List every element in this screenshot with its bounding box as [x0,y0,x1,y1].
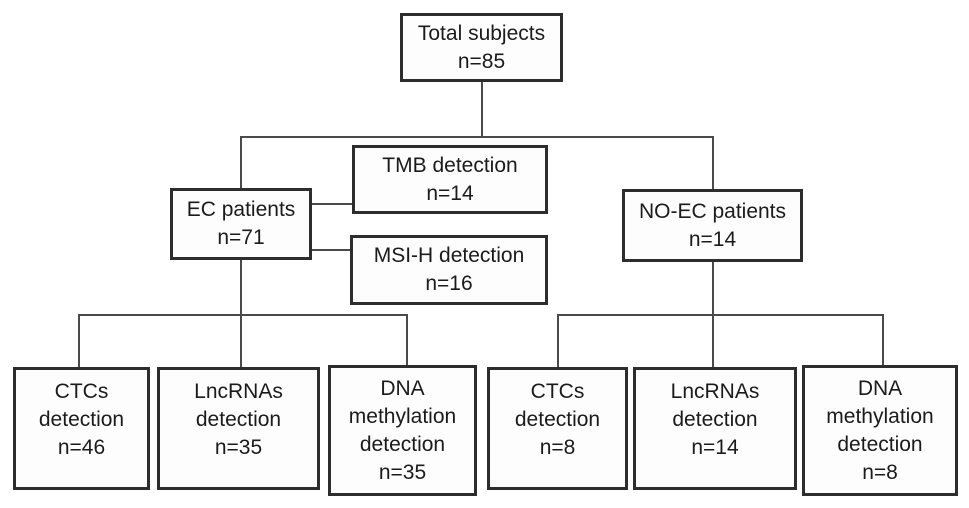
node-label-line: n=8 [862,460,898,484]
node-label-line: LncRNAs [194,379,283,403]
node-label-line: n=35 [378,460,427,484]
node-label-line: LncRNAs [670,379,760,403]
connector-to-ctcs-no-ec [557,314,559,367]
node-label-line: n=8 [539,435,576,459]
node-dna-methylation-detection-ec: DNA methylation detection n=35 [328,365,477,496]
node-label-line: detection [837,432,923,456]
node-label-line: CTCs [54,379,109,403]
connector-to-lncrnas-ec [240,314,242,367]
node-label-line: detection [672,407,758,431]
node-no-ec-patients: NO-EC patients n=14 [622,189,803,262]
node-label-line: DNA [380,376,425,400]
node-label-line: DNA [857,376,903,400]
node-msi-h-detection: MSI-H detection n=16 [350,235,548,305]
connector-to-dna-no-ec [882,314,884,366]
node-tmb-detection: TMB detection n=14 [352,145,548,214]
node-dna-methylation-detection-no-ec: DNA methylation detection n=8 [802,365,958,496]
node-lncrnas-detection-no-ec: LncRNAs detection n=14 [633,367,797,490]
connector-ec-down [240,258,242,316]
node-label-line: n=14 [688,227,737,251]
node-label-line: Total subjects [417,21,546,45]
node-label-line: detection [38,407,125,431]
node-label-line: detection [514,407,601,431]
node-total-subjects: Total subjects n=85 [400,13,563,82]
node-ec-patients: EC patients n=71 [170,188,312,260]
connector-to-dna-ec [406,314,408,366]
connector-branch-top [240,136,714,138]
node-label-line: n=14 [691,435,739,459]
node-label-line: EC patients [186,198,296,221]
node-ctcs-detection-ec: CTCs detection n=46 [13,367,150,490]
connector-to-lncrnas-no-ec [712,314,714,367]
node-label-line: n=71 [217,226,265,249]
node-label-line: n=46 [57,435,106,459]
connector-ec-children [78,314,408,316]
connector-ec-drop [240,136,242,188]
node-ctcs-detection-no-ec: CTCs detection n=8 [487,367,628,490]
node-label-line: n=16 [425,272,473,295]
connector-ec-to-tmb [310,203,354,205]
node-label-line: TMB detection [382,153,518,177]
node-label-line: n=35 [214,435,263,459]
node-label-line: CTCs [530,379,585,403]
connector-ec-to-msi-h [310,249,352,251]
connector-total-down [481,82,483,138]
node-label-line: detection [195,407,282,431]
connector-no-ec-children [557,314,884,316]
node-lncrnas-detection-ec: LncRNAs detection n=35 [157,367,320,490]
connector-no-ec-down [712,260,714,316]
connector-to-ctcs-ec [78,314,80,367]
node-label-line: MSI-H detection [373,244,525,267]
node-label-line: methylation [348,404,457,428]
connector-no-ec-drop [712,136,714,190]
node-label-line: NO-EC patients [638,199,787,223]
node-label-line: detection [359,432,446,456]
node-label-line: methylation [826,404,934,428]
node-label-line: n=14 [426,181,474,205]
node-label-line: n=85 [457,49,506,73]
